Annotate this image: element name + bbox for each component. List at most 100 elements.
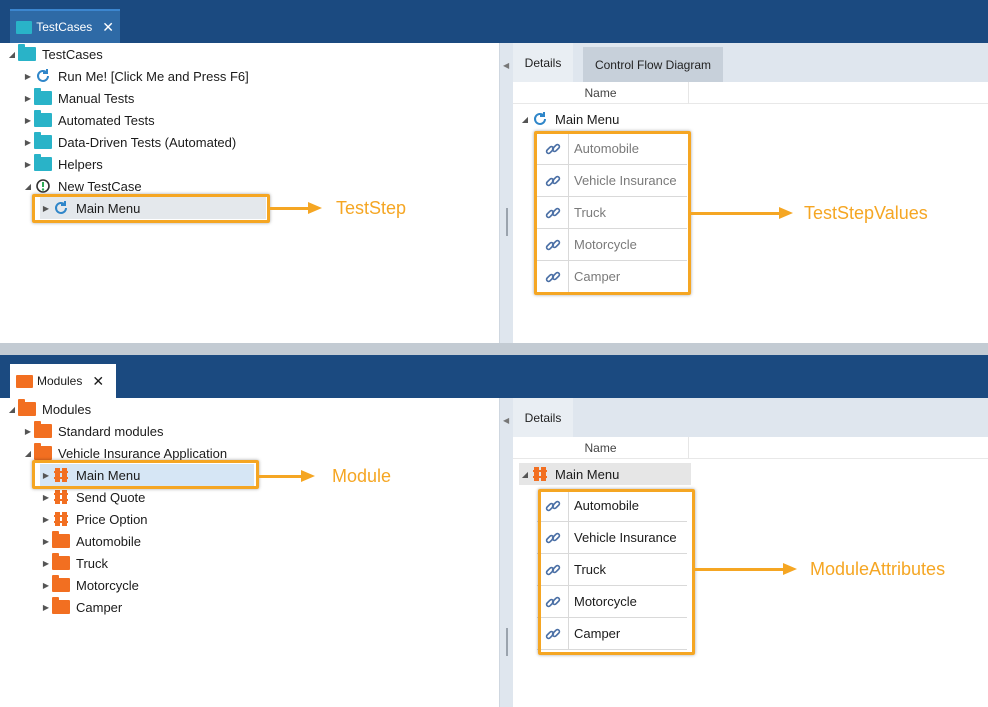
collapsed-arrow-icon[interactable]: ▶	[24, 93, 32, 103]
pane-divider	[0, 343, 988, 355]
collapsed-arrow-icon[interactable]: ▶	[24, 71, 32, 81]
tree-item-manual-tests[interactable]: ▶ Manual Tests	[22, 87, 134, 109]
collapsed-arrow-icon[interactable]: ▶	[42, 203, 50, 213]
tab-control-flow-diagram[interactable]: Control Flow Diagram	[583, 47, 723, 82]
callout-arrow-line	[695, 568, 785, 571]
expanded-arrow-icon[interactable]: ◢	[521, 469, 529, 479]
expanded-arrow-icon[interactable]: ◢	[24, 448, 32, 458]
tree-item-modules-root[interactable]: ◢ Modules	[6, 398, 91, 420]
folder-orange-icon	[52, 597, 70, 614]
tree-item-main-menu-teststep[interactable]: ▶ Main Menu	[40, 197, 266, 219]
collapsed-arrow-icon[interactable]: ▶	[24, 159, 32, 169]
link-icon	[537, 196, 569, 229]
teststepvalues-highlight-box	[534, 131, 691, 295]
splitter-grip[interactable]	[506, 628, 508, 656]
module-icon	[531, 465, 549, 483]
teststepvalue-row[interactable]: Automobile	[537, 132, 687, 165]
tree-item-truck[interactable]: ▶ Truck	[40, 552, 108, 574]
folder-orange-icon	[18, 399, 36, 416]
tree-item-helpers[interactable]: ▶ Helpers	[22, 153, 103, 175]
teststepvalue-row[interactable]: Truck	[537, 196, 687, 229]
tab-label: Modules	[37, 374, 83, 388]
tree-item-label: Truck	[76, 555, 109, 571]
callout-arrow-line	[259, 475, 303, 478]
tree-item-label: TestCases	[42, 46, 103, 62]
column-header-name[interactable]: Name	[513, 82, 689, 104]
tree-item-label: Motorcycle	[76, 577, 139, 593]
folder-teal-icon	[18, 44, 36, 61]
tree-item-camper[interactable]: ▶ Camper	[40, 596, 122, 618]
tab-testcases[interactable]: TestCases ✕	[10, 9, 120, 43]
expanded-arrow-icon[interactable]: ◢	[24, 181, 32, 191]
tree-item-vehicle-insurance-app[interactable]: ◢ Vehicle Insurance Application	[22, 442, 227, 464]
collapsed-arrow-icon[interactable]: ▶	[42, 514, 50, 524]
modules-pane: Modules ✕ ◢ Modules ▶ Standard modules ◢…	[0, 355, 988, 707]
expanded-arrow-icon[interactable]: ◢	[8, 404, 16, 414]
tree-item-standard-modules[interactable]: ▶ Standard modules	[22, 420, 164, 442]
collapse-left-icon[interactable]: ◀	[503, 416, 510, 425]
callout-teststepvalues: TestStepValues	[804, 203, 928, 223]
collapsed-arrow-icon[interactable]: ▶	[42, 580, 50, 590]
splitter-grip[interactable]	[506, 208, 508, 236]
column-header-row: Name	[513, 82, 988, 104]
moduleattribute-row[interactable]: Automobile	[537, 489, 687, 522]
tree-item-data-driven-tests[interactable]: ▶ Data-Driven Tests (Automated)	[22, 131, 236, 153]
detail-root-main-menu[interactable]: ◢ Main Menu	[519, 463, 691, 485]
tree-item-automobile[interactable]: ▶ Automobile	[40, 530, 141, 552]
collapsed-arrow-icon[interactable]: ▶	[42, 470, 50, 480]
collapsed-arrow-icon[interactable]: ▶	[42, 558, 50, 568]
collapse-left-icon[interactable]: ◀	[503, 61, 510, 70]
tree-item-label: Helpers	[58, 156, 103, 172]
collapsed-arrow-icon[interactable]: ▶	[42, 492, 50, 502]
tree-item-label: Run Me! [Click Me and Press F6]	[58, 68, 249, 84]
expanded-arrow-icon[interactable]: ◢	[521, 114, 529, 124]
tree-item-label: Automobile	[76, 533, 142, 549]
arrow-right-icon	[308, 202, 322, 214]
details-tab-strip: Details	[513, 398, 988, 437]
tree-item-send-quote[interactable]: ▶ Send Quote	[40, 486, 145, 508]
folder-orange-icon	[52, 553, 70, 570]
collapsed-arrow-icon[interactable]: ▶	[24, 426, 32, 436]
tree-item-main-menu-module[interactable]: ▶ Main Menu	[40, 464, 254, 486]
callout-teststep: TestStep	[336, 198, 407, 218]
teststepvalue-row[interactable]: Motorcycle	[537, 228, 687, 261]
tab-details[interactable]: Details	[513, 398, 573, 437]
expanded-arrow-icon[interactable]: ◢	[8, 49, 16, 59]
tab-modules[interactable]: Modules ✕	[10, 364, 116, 398]
collapsed-arrow-icon[interactable]: ▶	[24, 115, 32, 125]
value-label: Camper	[574, 626, 621, 641]
link-icon	[537, 521, 569, 554]
moduleattribute-row[interactable]: Vehicle Insurance	[537, 521, 687, 554]
detail-root-main-menu[interactable]: ◢ Main Menu	[519, 108, 619, 130]
moduleattribute-row[interactable]: Truck	[537, 553, 687, 586]
tree-item-new-testcase[interactable]: ◢ New TestCase	[22, 175, 142, 197]
tree-item-label: Send Quote	[76, 489, 146, 505]
folder-orange-icon	[16, 374, 33, 388]
column-header-name[interactable]: Name	[513, 437, 689, 459]
moduleattribute-row[interactable]: Camper	[537, 617, 687, 650]
vertical-splitter[interactable]: ◀	[499, 43, 513, 343]
value-label: Vehicle Insurance	[574, 530, 677, 545]
tree-item-testcases-root[interactable]: ◢ TestCases	[6, 43, 103, 65]
vertical-splitter[interactable]: ◀	[499, 398, 513, 707]
collapsed-arrow-icon[interactable]: ▶	[42, 602, 50, 612]
collapsed-arrow-icon[interactable]: ▶	[42, 536, 50, 546]
arrow-right-icon	[779, 207, 793, 219]
tree-item-automated-tests[interactable]: ▶ Automated Tests	[22, 109, 155, 131]
teststepvalue-row[interactable]: Vehicle Insurance	[537, 164, 687, 197]
tree-item-motorcycle[interactable]: ▶ Motorcycle	[40, 574, 139, 596]
value-label: Automobile	[574, 141, 640, 156]
tree-item-label: New TestCase	[58, 178, 142, 194]
link-icon	[537, 228, 569, 261]
close-icon[interactable]: ✕	[102, 18, 114, 35]
moduleattribute-row[interactable]: Motorcycle	[537, 585, 687, 618]
tab-details[interactable]: Details	[513, 43, 573, 82]
close-icon[interactable]: ✕	[92, 372, 105, 389]
value-label: Motorcycle	[574, 237, 637, 252]
value-label: Automobile	[574, 498, 640, 513]
collapsed-arrow-icon[interactable]: ▶	[24, 137, 32, 147]
tree-item-label: Manual Tests	[58, 90, 135, 106]
tree-item-run-me[interactable]: ▶ Run Me! [Click Me and Press F6]	[22, 65, 249, 87]
tree-item-price-option[interactable]: ▶ Price Option	[40, 508, 148, 530]
modules-tree: ◢ Modules ▶ Standard modules ◢ Vehicle I…	[0, 398, 499, 707]
